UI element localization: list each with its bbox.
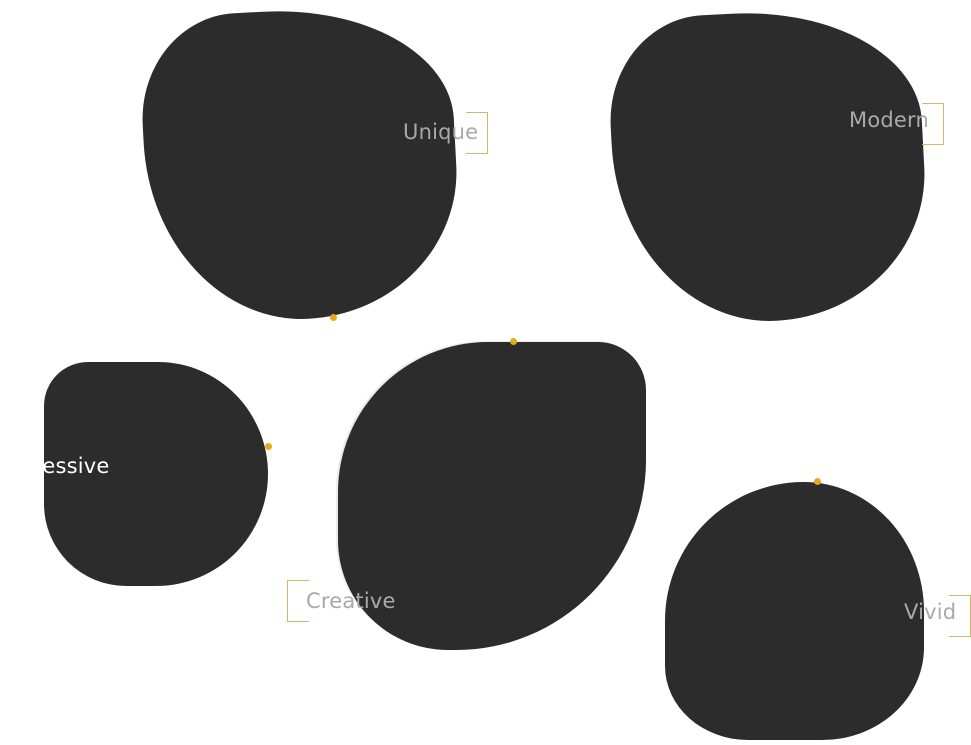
label-unique: Unique — [403, 120, 479, 144]
blob-card-modern[interactable] — [605, 4, 932, 329]
blob-card-vivid[interactable] — [665, 482, 924, 740]
blob-card-ressive[interactable] — [44, 362, 268, 586]
accent-dot — [510, 338, 517, 345]
label-vivid: Vivid — [904, 600, 957, 624]
bracket-marker — [922, 103, 944, 145]
bracket-marker — [466, 112, 488, 154]
label-creative: Creative — [306, 589, 396, 613]
accent-dot — [330, 314, 337, 321]
label-ressive: ressive — [34, 454, 110, 478]
bracket-marker — [949, 595, 971, 637]
accent-dot — [265, 443, 272, 450]
label-modern: Modern — [849, 108, 929, 132]
bracket-marker — [287, 580, 309, 622]
accent-dot — [814, 478, 821, 485]
blob-card-unique[interactable] — [137, 2, 464, 327]
